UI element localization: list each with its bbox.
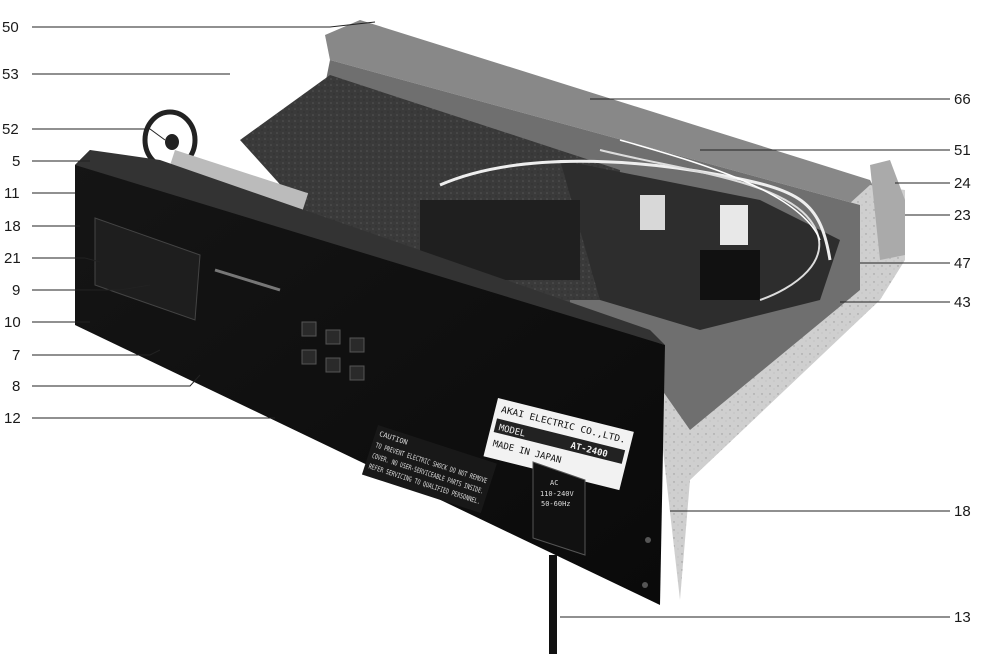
leader-line bbox=[32, 374, 201, 387]
callout-number: 12 bbox=[4, 410, 21, 427]
transformer bbox=[700, 250, 760, 300]
preset-button bbox=[325, 357, 341, 373]
preset-buttons bbox=[301, 321, 365, 381]
callout-number: 5 bbox=[12, 153, 20, 170]
callout-number: 47 bbox=[954, 255, 971, 272]
callout-number: 53 bbox=[2, 66, 19, 83]
callout-number: 13 bbox=[954, 609, 971, 626]
leader-line bbox=[32, 349, 161, 356]
callout-number: 21 bbox=[4, 250, 21, 267]
leader-lines bbox=[32, 21, 950, 618]
callouts-left: 50 53 52 5 11 18 21 9 10 7 8 12 bbox=[2, 19, 21, 427]
power-label-line-1: AC bbox=[550, 479, 558, 487]
callout-number: 66 bbox=[954, 91, 971, 108]
callout-number: 8 bbox=[12, 378, 20, 395]
callout-number: 18 bbox=[954, 503, 971, 520]
preset-button bbox=[301, 349, 317, 365]
wiring-harness-3 bbox=[619, 139, 821, 241]
front-panel-top-edge bbox=[75, 150, 665, 345]
callout-number: 10 bbox=[4, 314, 21, 331]
power-label-line-3: 50-60Hz bbox=[541, 500, 571, 508]
front-panel: CAUTION TO PREVENT ELECTRIC SHOCK DO NOT… bbox=[75, 150, 665, 605]
preset-button bbox=[301, 321, 317, 337]
leader-line bbox=[32, 21, 376, 28]
preset-button bbox=[325, 329, 341, 345]
panel-screw bbox=[645, 537, 651, 543]
callout-number: 24 bbox=[954, 175, 971, 192]
corner-bracket bbox=[870, 160, 905, 260]
panel-screw bbox=[642, 582, 648, 588]
leader-line bbox=[32, 257, 101, 263]
preset-button bbox=[349, 365, 365, 381]
power-transformer-area bbox=[560, 160, 840, 330]
dial-window bbox=[94, 217, 201, 321]
rear-panel bbox=[325, 20, 880, 205]
front-panel-face bbox=[75, 150, 665, 605]
power-label-line-2: 110-240V bbox=[540, 490, 575, 498]
callout-number: 18 bbox=[4, 218, 21, 235]
callout-number: 50 bbox=[2, 19, 19, 36]
white-module-2 bbox=[640, 195, 665, 230]
callout-number: 43 bbox=[954, 294, 971, 311]
wiring-harness-2 bbox=[599, 149, 821, 301]
callout-number: 23 bbox=[954, 207, 971, 224]
leader-line bbox=[32, 284, 151, 291]
callout-number: 9 bbox=[12, 282, 20, 299]
white-module bbox=[720, 205, 748, 245]
tuning-scale bbox=[214, 268, 281, 292]
dial-drum-hub bbox=[165, 134, 179, 150]
preset-button bbox=[349, 337, 365, 353]
callout-number: 51 bbox=[954, 142, 971, 159]
leader-line bbox=[32, 128, 166, 141]
callouts-right: 66 51 24 23 47 43 18 13 bbox=[954, 91, 971, 626]
callout-number: 11 bbox=[4, 185, 20, 202]
callout-number: 52 bbox=[2, 121, 19, 138]
power-label: AC 110-240V 50-60Hz bbox=[532, 461, 586, 556]
callout-number: 7 bbox=[12, 347, 20, 364]
